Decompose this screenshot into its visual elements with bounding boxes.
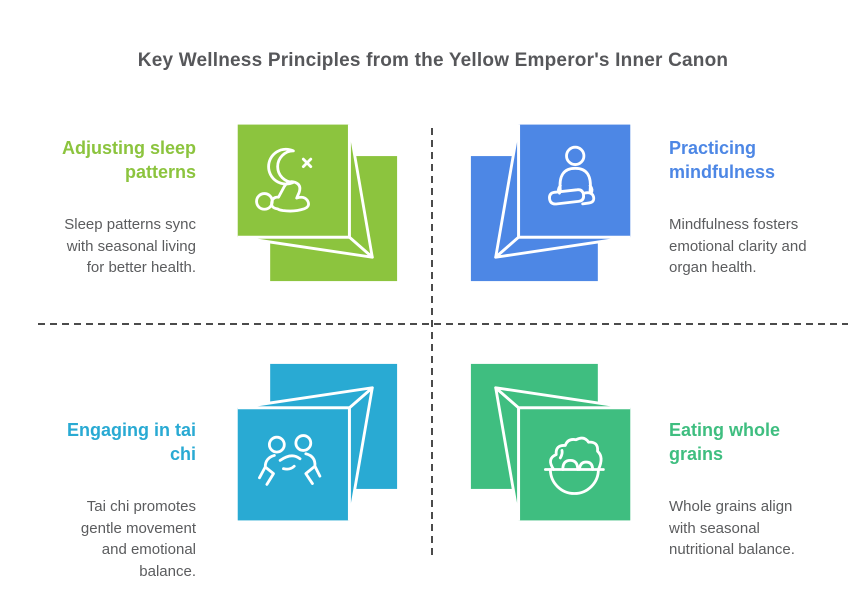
horizontal-divider-dashed-line [38, 323, 848, 325]
tai-chi-heading: Engaging in tai chi [67, 420, 196, 464]
salad-bowl-icon [544, 437, 605, 496]
cube-3d-shape [470, 123, 632, 282]
mindfulness-icon-area [518, 125, 630, 238]
tai-chi-text-block: Engaging in tai chi Tai chi promotes gen… [28, 400, 196, 600]
mindfulness-heading: Practicing mindfulness [669, 138, 776, 182]
sleep-text-block: Adjusting sleep patterns Sleep patterns … [28, 118, 196, 297]
mindfulness-cube [469, 116, 636, 283]
sleep-description: Sleep patterns sync with seasonal living… [64, 216, 196, 276]
grains-description: Whole grains align with seasonal nutriti… [669, 498, 795, 558]
tai-chi-cube [232, 362, 399, 529]
cube-3d-shape [236, 123, 398, 282]
mindfulness-text-block: Practicing mindfulness Mindfulness foste… [669, 118, 849, 297]
sleeping-person-moon-icon [255, 148, 313, 213]
tai-chi-description: Tai chi promotes gentle movement and emo… [80, 498, 196, 580]
tai-chi-icon [258, 434, 322, 487]
page-title: Key Wellness Principles from the Yellow … [137, 50, 729, 71]
tai-chi-icon-area [238, 408, 350, 521]
sleep-heading: Adjusting sleep patterns [61, 138, 196, 182]
grains-text-block: Eating whole grains Whole grains align w… [669, 400, 849, 579]
sleep-icon-area [238, 125, 350, 238]
vertical-divider-dashed-line [431, 128, 433, 556]
grains-cube [469, 362, 636, 529]
meditation-icon [548, 145, 596, 206]
grains-heading: Eating whole grains [669, 420, 781, 464]
grains-icon-area [518, 408, 630, 521]
sleep-cube [232, 116, 399, 283]
mindfulness-description: Mindfulness fosters emotional clarity an… [669, 216, 807, 276]
